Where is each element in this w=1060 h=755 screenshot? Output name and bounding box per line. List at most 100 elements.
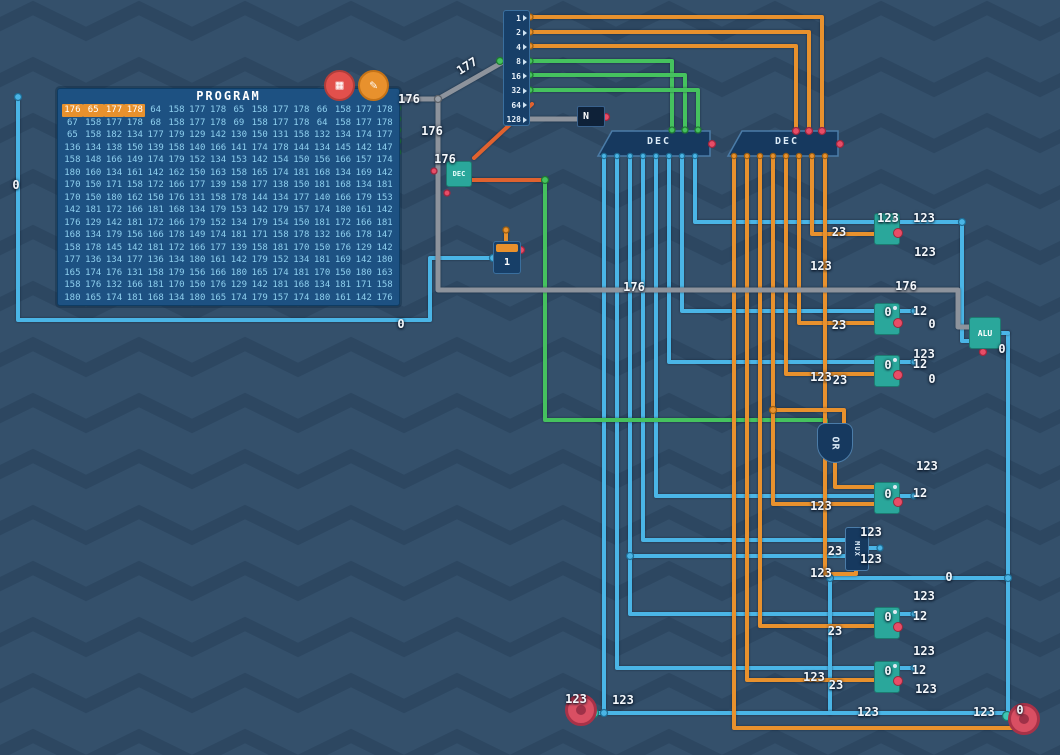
- program-cell[interactable]: 142: [105, 217, 123, 228]
- wire[interactable]: [771, 154, 876, 506]
- program-cell[interactable]: 178: [209, 117, 227, 128]
- wire[interactable]: [641, 154, 847, 542]
- program-cell[interactable]: 161: [209, 255, 227, 265]
- program-cell[interactable]: 136: [85, 255, 102, 265]
- program-cell[interactable]: 142: [147, 167, 164, 178]
- program-cell[interactable]: 152: [189, 155, 206, 165]
- program-cell[interactable]: 158: [168, 105, 185, 115]
- program-cell[interactable]: 142: [230, 255, 248, 265]
- pin[interactable]: [600, 152, 608, 160]
- program-cell[interactable]: 158: [85, 130, 102, 140]
- program-cell[interactable]: 158: [251, 117, 268, 128]
- program-cell[interactable]: 144: [251, 192, 268, 203]
- program-cell[interactable]: 181: [126, 217, 143, 228]
- decoder1-body[interactable]: [596, 130, 711, 157]
- program-cell[interactable]: 134: [126, 130, 143, 140]
- program-cell[interactable]: 181: [147, 242, 164, 253]
- program-cell[interactable]: 172: [105, 205, 123, 215]
- wire[interactable]: [810, 154, 876, 236]
- program-cell[interactable]: 166: [209, 267, 227, 278]
- alu[interactable]: ALU: [969, 317, 1001, 349]
- program-cell[interactable]: 139: [147, 142, 164, 153]
- program-cell[interactable]: 166: [168, 180, 185, 190]
- program-cell[interactable]: 174: [272, 167, 289, 178]
- program-cell[interactable]: 136: [147, 255, 164, 265]
- program-cell[interactable]: 179: [251, 217, 268, 228]
- program-cell[interactable]: 132: [314, 230, 331, 240]
- program-cell[interactable]: 172: [334, 217, 352, 228]
- pin[interactable]: [665, 152, 673, 160]
- pin[interactable]: [678, 152, 686, 160]
- edit-button[interactable]: ✎: [358, 70, 389, 101]
- program-cell[interactable]: 181: [272, 280, 289, 290]
- program-cell[interactable]: 177: [105, 117, 123, 128]
- program-cell[interactable]: 172: [147, 217, 164, 228]
- program-cell[interactable]: 161: [334, 292, 352, 303]
- program-cell[interactable]: 174: [376, 155, 393, 165]
- program-cell[interactable]: 169: [355, 167, 372, 178]
- program-cell[interactable]: 180: [355, 267, 372, 278]
- pin[interactable]: [782, 152, 790, 160]
- program-cell[interactable]: 64: [316, 117, 328, 128]
- pin[interactable]: [876, 544, 884, 552]
- wire[interactable]: [528, 88, 700, 132]
- program-cell[interactable]: 166: [209, 142, 227, 153]
- program-cell[interactable]: 134: [189, 205, 206, 215]
- program-cell[interactable]: 140: [189, 142, 206, 153]
- program-cell[interactable]: 177: [147, 130, 164, 140]
- program-cell[interactable]: 144: [293, 142, 310, 153]
- program-cell[interactable]: 179: [272, 205, 289, 215]
- program-cell[interactable]: 180: [64, 292, 81, 303]
- program-cell[interactable]: 180: [189, 292, 206, 303]
- pin[interactable]: [430, 167, 438, 175]
- wire[interactable]: [528, 30, 811, 133]
- program-cell[interactable]: 179: [209, 205, 227, 215]
- program-cell[interactable]: 178: [293, 105, 310, 115]
- program-cell[interactable]: 145: [334, 142, 352, 153]
- program-cell[interactable]: 179: [105, 230, 123, 240]
- program-cell[interactable]: 174: [105, 292, 123, 303]
- program-cell[interactable]: 142: [355, 292, 372, 303]
- program-cell[interactable]: 165: [251, 167, 268, 178]
- program-cell[interactable]: 170: [293, 242, 310, 253]
- program-cell[interactable]: 134: [168, 255, 185, 265]
- program-cell[interactable]: 157: [355, 155, 372, 165]
- program-cell[interactable]: 163: [376, 267, 393, 278]
- wire[interactable]: [528, 44, 798, 133]
- wire[interactable]: [528, 59, 674, 132]
- program-cell[interactable]: 174: [85, 267, 102, 278]
- program-cell[interactable]: 158: [376, 280, 393, 290]
- program-cell[interactable]: 158: [64, 280, 81, 290]
- program-cell[interactable]: 158: [85, 117, 102, 128]
- program-cell[interactable]: 69: [233, 117, 245, 128]
- program-cell[interactable]: 150: [189, 167, 206, 178]
- program-cell[interactable]: 139: [230, 242, 248, 253]
- program-cell[interactable]: 150: [85, 192, 102, 203]
- program-cell[interactable]: 181: [230, 230, 248, 240]
- pin[interactable]: [694, 126, 702, 134]
- program-cell[interactable]: 166: [126, 205, 143, 215]
- pin[interactable]: [957, 217, 967, 227]
- program-cell[interactable]: 169: [334, 255, 352, 265]
- pin[interactable]: [443, 189, 451, 197]
- program-cell[interactable]: 152: [272, 255, 289, 265]
- program-cell[interactable]: 162: [168, 167, 185, 178]
- pin[interactable]: [910, 664, 918, 672]
- program-cell[interactable]: 176: [209, 280, 227, 290]
- pin[interactable]: [1003, 573, 1013, 583]
- program-cell[interactable]: 138: [272, 180, 289, 190]
- program-cell[interactable]: 177: [189, 117, 206, 128]
- program-cell[interactable]: 134: [105, 167, 123, 178]
- program-cell[interactable]: 161: [126, 167, 143, 178]
- program-cell[interactable]: 163: [209, 167, 227, 178]
- program-cell[interactable]: 134: [355, 180, 372, 190]
- program-cell[interactable]: 180: [64, 167, 81, 178]
- register-6[interactable]: [874, 661, 903, 693]
- program-counter[interactable]: 1: [493, 241, 521, 274]
- wire-layer[interactable]: [16, 15, 1018, 730]
- program-cell[interactable]: 150: [85, 180, 102, 190]
- program-cell[interactable]: 156: [189, 267, 206, 278]
- pin[interactable]: [639, 152, 647, 160]
- program-cell[interactable]: 168: [64, 230, 81, 240]
